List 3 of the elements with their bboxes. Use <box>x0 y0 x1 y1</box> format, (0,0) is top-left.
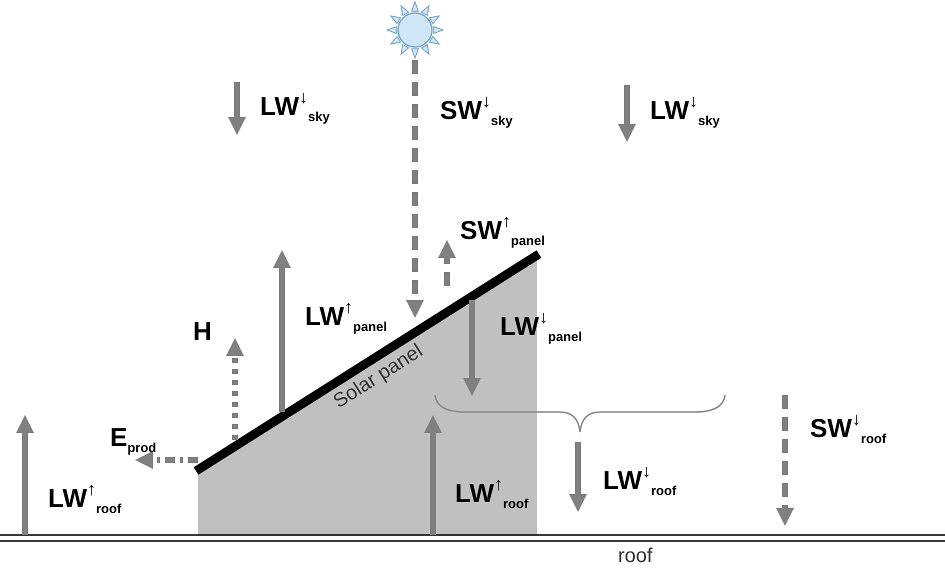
flux-label: H <box>193 318 212 344</box>
flux-label: E$_{prod}$ <box>110 424 156 454</box>
surface-label: roof <box>618 546 652 566</box>
